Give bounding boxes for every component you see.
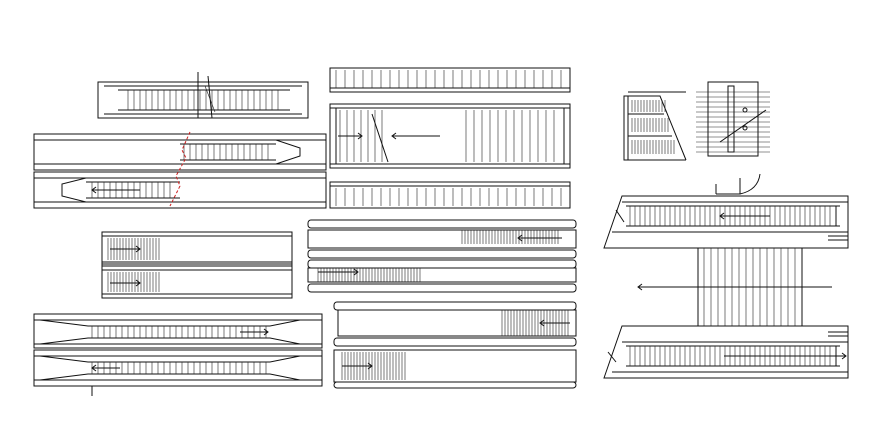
escalator-landings-center (307, 219, 577, 293)
escalator-plan-double-left (33, 131, 327, 209)
escalator-plan-top-left (97, 72, 309, 119)
escalator-detail-small-right (623, 81, 770, 195)
escalator-section-center-bottom (333, 301, 577, 389)
escalator-plan-parallel-small (101, 231, 293, 299)
escalator-plan-double-long-bottom (33, 313, 323, 396)
stair-runs-center-top (329, 67, 571, 209)
escalator-crisscross-right (603, 195, 849, 379)
